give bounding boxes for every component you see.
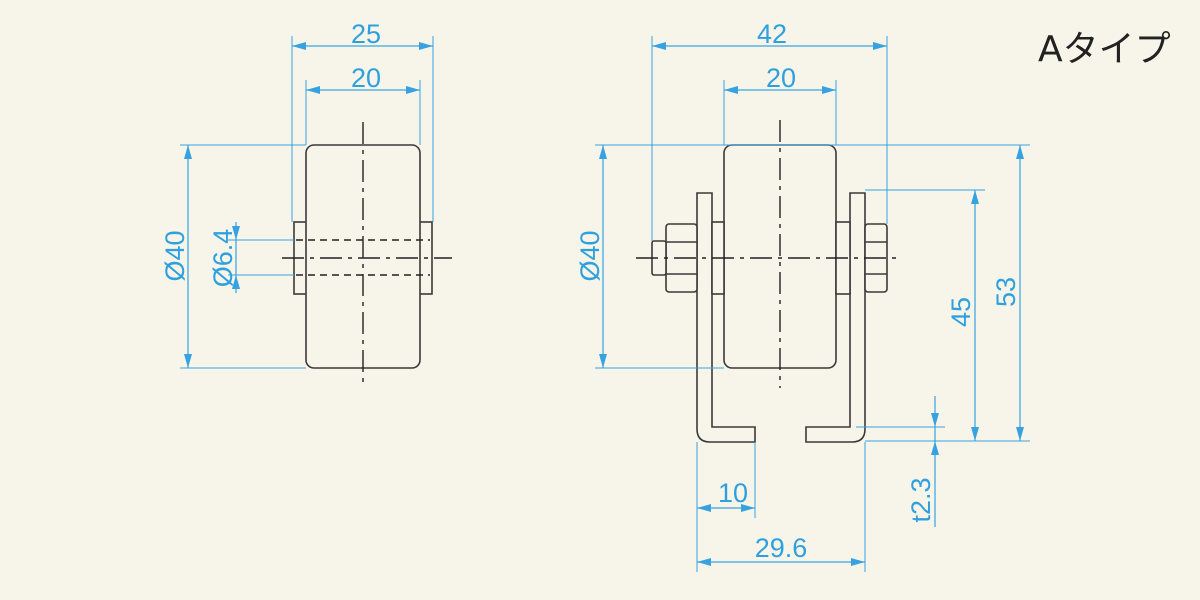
dim-arrow — [406, 86, 420, 94]
dim-arrow — [741, 504, 755, 512]
dim-arrow — [232, 226, 240, 240]
dim-arrow — [1016, 427, 1024, 441]
dim-arrow — [873, 42, 887, 50]
side-view: 25 20 Ø40 Ø6.4 — [160, 19, 452, 388]
dim-arrow — [971, 190, 979, 204]
dim-label-diameter-shaft: Ø6.4 — [208, 229, 238, 288]
dim-label-thickness: t2.3 — [906, 477, 936, 522]
dim-label-width-wheel: 20 — [766, 63, 796, 93]
dim-arrow — [184, 354, 192, 368]
dim-arrow — [599, 145, 607, 159]
dim-label-width-total: 42 — [757, 19, 787, 49]
dim-arrow — [851, 558, 865, 566]
dim-arrow — [292, 42, 306, 50]
dim-label-width-total: 25 — [351, 19, 381, 49]
dim-label-axle-height: 45 — [946, 297, 976, 327]
dim-label-bracket-width: 29.6 — [755, 533, 808, 563]
dim-arrow — [419, 42, 433, 50]
dim-arrow — [971, 427, 979, 441]
dim-label-width-wheel: 20 — [351, 63, 381, 93]
front-view: 42 20 Ø40 45 53 t2.3 10 2 — [575, 19, 1030, 572]
dim-arrow — [697, 558, 711, 566]
drawing-title: Aタイプ — [1038, 29, 1171, 70]
dim-arrow — [306, 86, 320, 94]
dim-arrow — [1016, 145, 1024, 159]
dim-arrow — [931, 441, 939, 455]
dim-arrow — [822, 86, 836, 94]
dim-arrow — [184, 145, 192, 159]
dim-arrow — [232, 275, 240, 289]
dim-label-diameter-wheel: Ø40 — [575, 230, 605, 281]
dim-label-diameter-wheel: Ø40 — [160, 230, 190, 281]
dim-label-foot-length: 10 — [718, 478, 748, 508]
dim-arrow — [697, 504, 711, 512]
dim-arrow — [599, 354, 607, 368]
dim-label-total-height: 53 — [991, 277, 1021, 307]
dim-arrow — [724, 86, 738, 94]
dim-arrow — [931, 413, 939, 427]
dim-arrow — [652, 42, 666, 50]
